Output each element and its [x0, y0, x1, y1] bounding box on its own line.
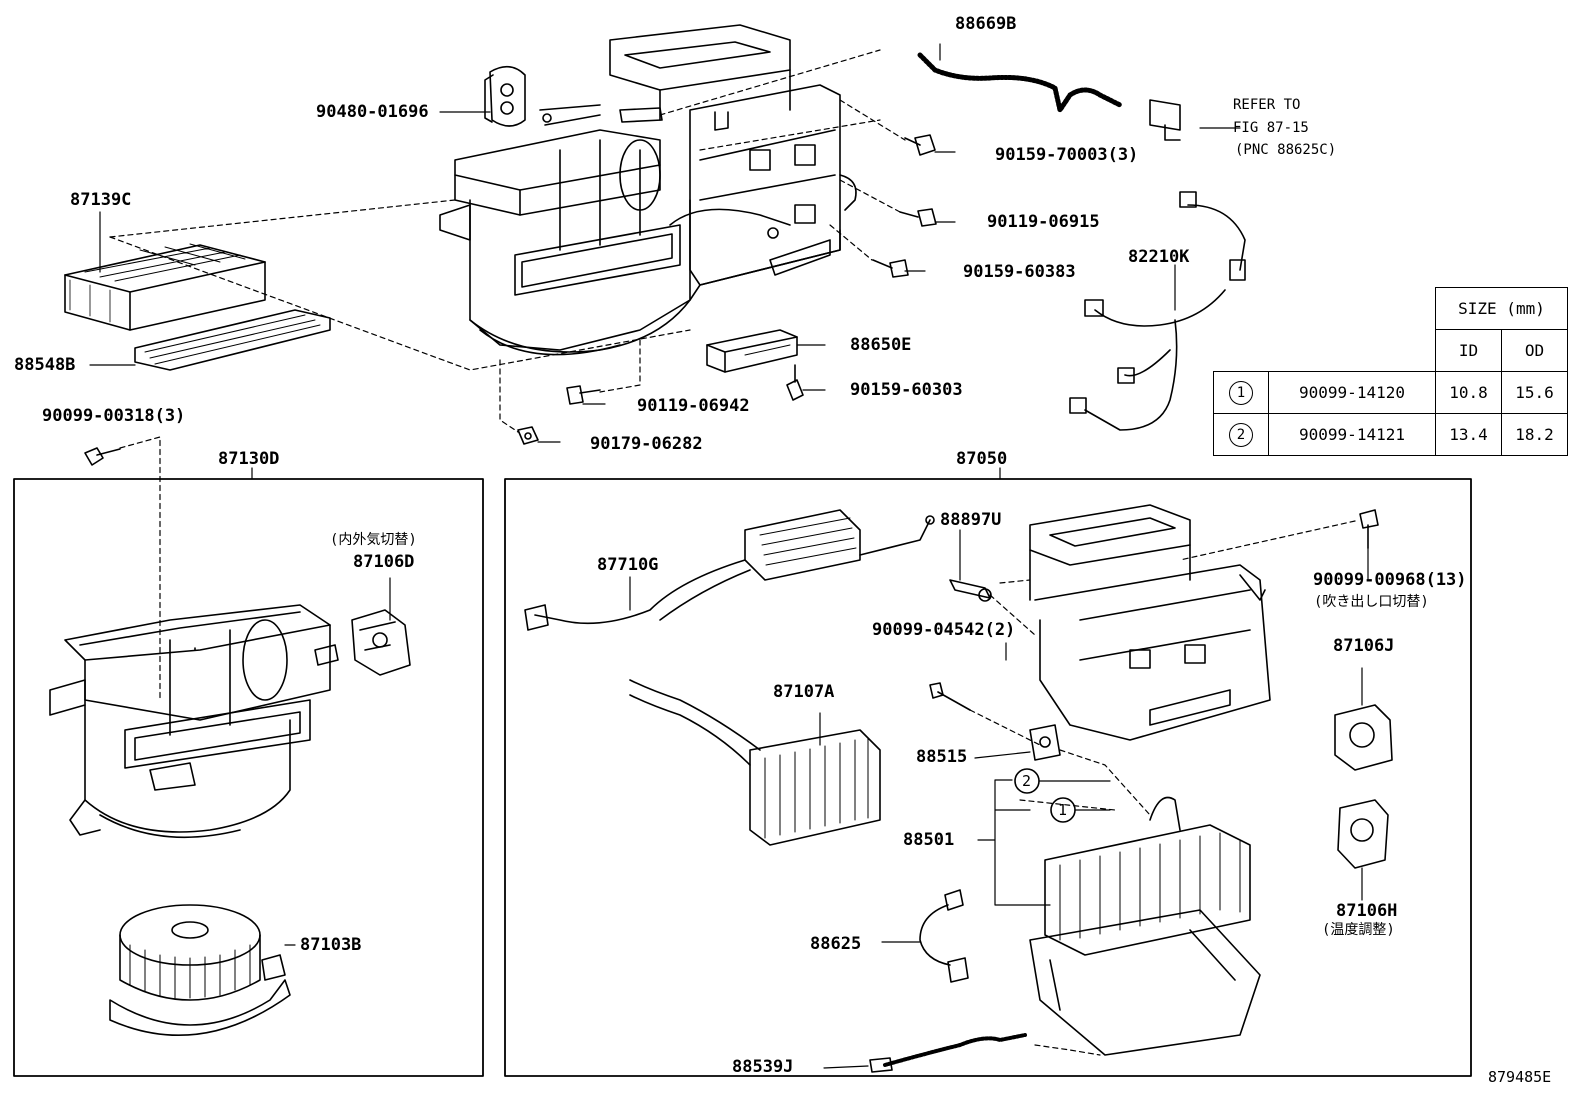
- size-table-row: 2 90099-14121 13.4 18.2: [1213, 413, 1568, 456]
- hvac-unit-upper-drawing: [439, 24, 857, 356]
- harness-88539J-drawing: [869, 1033, 1027, 1073]
- cover-88548B-drawing: [134, 309, 331, 371]
- refer-note-line2: FIG 87-15: [1233, 120, 1309, 136]
- size-od-value: 15.6: [1501, 371, 1568, 414]
- note-87106H: (温度調整): [1322, 922, 1395, 938]
- sensor-88625-drawing: [919, 889, 969, 983]
- servo-87106D-drawing: [351, 609, 411, 676]
- sensor-88897U-drawing: [949, 579, 992, 602]
- size-mark: 1: [1229, 380, 1253, 405]
- size-part-number: 90099-14120: [1268, 371, 1436, 414]
- size-id-value: 13.4: [1435, 413, 1502, 456]
- figure-id: 879485E: [1488, 1068, 1552, 1086]
- label-90099-04542: 90099-04542(2): [872, 620, 1016, 640]
- harness-88669B-drawing: [917, 52, 1181, 141]
- size-table-row: 1 90099-14120 10.8 15.6: [1213, 371, 1568, 414]
- ecu-88650E-drawing: [706, 329, 798, 373]
- servo-87106H-drawing: [1337, 799, 1389, 869]
- expansion-valve-88515-drawing: [1029, 724, 1061, 761]
- label-90099-00318: 90099-00318(3): [42, 406, 186, 426]
- harness-82210K-drawing: [1069, 191, 1246, 431]
- nut-90179-06282: [517, 426, 539, 445]
- size-header-id: ID: [1435, 329, 1502, 372]
- label-88548B: 88548B: [14, 355, 76, 375]
- dashed-lines-lower: [969, 520, 1356, 1056]
- box-87050: [504, 478, 1472, 1077]
- label-87710G: 87710G: [597, 555, 659, 575]
- label-88650E: 88650E: [850, 335, 912, 355]
- label-90119-06942: 90119-06942: [637, 396, 750, 416]
- blower-motor-87103B-drawing: [109, 904, 291, 1036]
- label-87103B: 87103B: [300, 935, 362, 955]
- label-88539J: 88539J: [732, 1057, 794, 1077]
- label-90099-00968: 90099-00968(13): [1313, 570, 1467, 590]
- filter-87139C-drawing: [64, 243, 266, 331]
- box-87130D: [13, 478, 484, 1077]
- label-88515: 88515: [916, 747, 968, 767]
- note-90099-00968: (吹き出し口切替): [1314, 594, 1429, 610]
- label-88501: 88501: [903, 830, 955, 850]
- label-90159-70003: 90159-70003(3): [995, 145, 1139, 165]
- dashed-lines-upper: [109, 49, 906, 701]
- size-table-title: SIZE (mm): [1435, 287, 1568, 330]
- label-90119-06915: 90119-06915: [987, 212, 1100, 232]
- size-id-value: 10.8: [1435, 371, 1502, 414]
- label-87106J: 87106J: [1333, 636, 1395, 656]
- screw-90159-60303: [786, 364, 804, 401]
- bolt-90099-00318: [84, 447, 121, 466]
- size-part-number: 90099-14121: [1268, 413, 1436, 456]
- label-87106H: 87106H: [1336, 901, 1398, 921]
- label-90179-06282: 90179-06282: [590, 434, 703, 454]
- size-mark: 2: [1229, 422, 1253, 447]
- bolt-90159-70003: [904, 134, 936, 156]
- bolt-90159-60383: [872, 259, 909, 278]
- label-88625: 88625: [810, 934, 862, 954]
- label-90159-60303: 90159-60303: [850, 380, 963, 400]
- label-82210K: 82210K: [1128, 247, 1190, 267]
- evaporator-88501-drawing: [1029, 796, 1261, 1056]
- blower-case-drawing: [49, 604, 339, 839]
- callout-2-text: 2: [1022, 772, 1032, 790]
- size-od-value: 18.2: [1501, 413, 1568, 456]
- heater-core-87107A-drawing: [629, 679, 881, 846]
- label-87130D: 87130D: [218, 449, 280, 469]
- bolt-90119-06942: [566, 385, 601, 405]
- label-87139C: 87139C: [70, 190, 132, 210]
- bolt-90119-06915: [899, 208, 937, 227]
- label-87107A: 87107A: [773, 682, 835, 702]
- label-90480-01696: 90480-01696: [316, 102, 429, 122]
- bolt-90099-04542-drawing: [929, 682, 971, 711]
- servo-87106J-drawing: [1334, 704, 1393, 771]
- note-87106D: (内外気切替): [330, 532, 417, 548]
- grommet-drawing: [484, 65, 526, 127]
- label-88669B: 88669B: [955, 14, 1017, 34]
- bolt-90099-00968-drawing: [1359, 509, 1379, 549]
- refer-note-line1: REFER TO: [1233, 97, 1301, 113]
- leader-lines: [89, 43, 1369, 1069]
- size-table: SIZE (mm) ID OD 1 90099-14120 10.8 15.6 …: [1213, 287, 1568, 456]
- label-88897U: 88897U: [940, 510, 1002, 530]
- label-87050: 87050: [956, 449, 1008, 469]
- refer-note-line3: (PNC 88625C): [1235, 142, 1337, 158]
- size-header-od: OD: [1501, 329, 1568, 372]
- heater-core-87710G-drawing: [524, 509, 935, 631]
- hvac-case-87050-drawing: [1029, 504, 1271, 741]
- callout-1-text: 1: [1058, 801, 1068, 819]
- label-87106D: 87106D: [353, 552, 415, 572]
- label-90159-60383: 90159-60383: [963, 262, 1076, 282]
